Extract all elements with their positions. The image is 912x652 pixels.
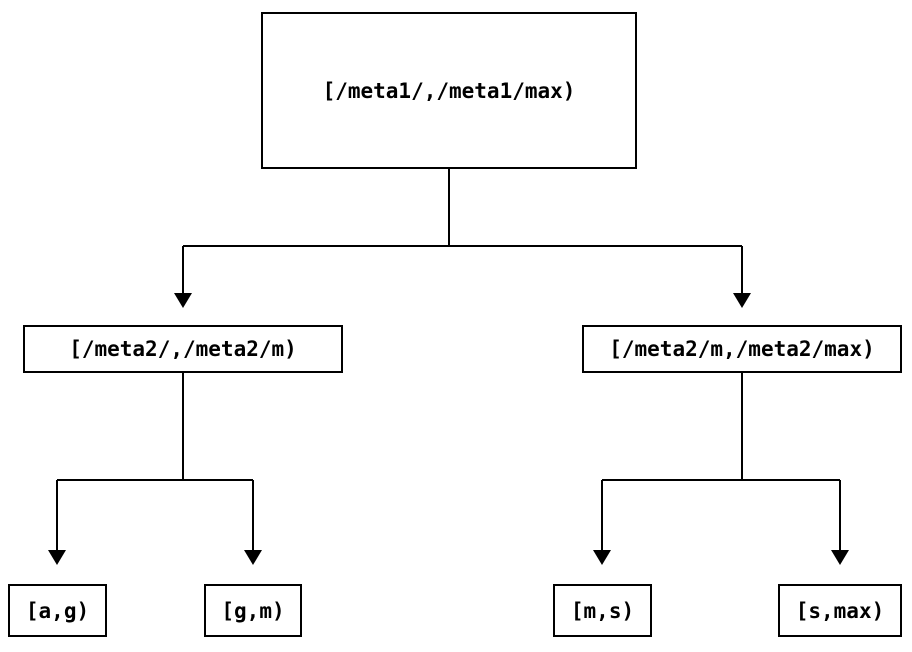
arrowhead-down-icon [733, 293, 751, 308]
node-leaf-gm-label: [g,m) [221, 598, 285, 623]
node-leaf-ag: [a,g) [8, 584, 107, 637]
node-leaf-ag-label: [a,g) [25, 598, 90, 623]
node-right-child-label: [/meta2/m,/meta2/max) [609, 337, 875, 361]
arrowhead-down-icon [593, 550, 611, 565]
node-leaf-ms: [m,s) [553, 584, 652, 637]
node-root-label: [/meta1/,/meta1/max) [322, 78, 576, 103]
node-right-child: [/meta2/m,/meta2/max) [582, 325, 902, 373]
arrowhead-down-icon [831, 550, 849, 565]
arrowhead-down-icon [48, 550, 66, 565]
node-left-child: [/meta2/,/meta2/m) [23, 325, 343, 373]
node-leaf-smax: [s,max) [778, 584, 902, 637]
node-root: [/meta1/,/meta1/max) [261, 12, 637, 169]
node-left-child-label: [/meta2/,/meta2/m) [69, 337, 297, 361]
node-leaf-smax-label: [s,max) [795, 598, 885, 623]
arrowhead-down-icon [174, 293, 192, 308]
node-leaf-ms-label: [m,s) [570, 598, 635, 623]
arrowhead-down-icon [244, 550, 262, 565]
node-leaf-gm: [g,m) [204, 584, 302, 637]
